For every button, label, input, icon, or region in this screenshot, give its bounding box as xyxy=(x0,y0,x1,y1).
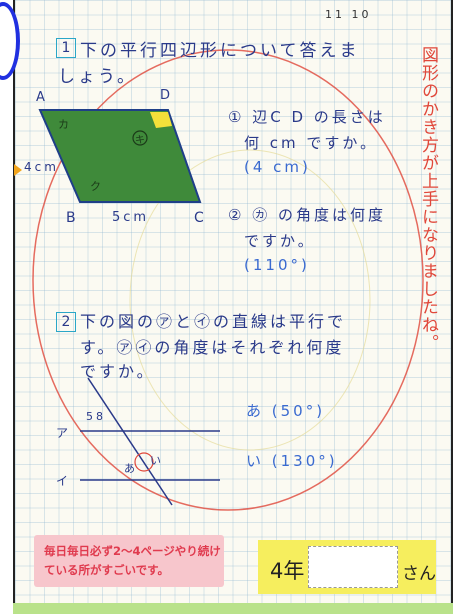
vertex-a: A xyxy=(36,90,48,105)
angle-a-label: あ xyxy=(124,462,138,475)
date-label: 11 10 xyxy=(325,8,372,21)
q1-line2: 何 cm ですか。 xyxy=(244,134,379,152)
vertex-c: C xyxy=(194,210,207,226)
problem-2-prompt-line2: す。㋐㋑の角度はそれぞれ何度 xyxy=(80,338,345,357)
angle-d-highlight xyxy=(150,112,172,128)
q2-line1: ② ㋕ の角度は何度 xyxy=(228,206,386,224)
q2-line2: ですか。 xyxy=(244,232,316,250)
angle-mark-ku: ク xyxy=(90,180,104,193)
angle-mark-ki: キ xyxy=(135,135,148,146)
problem-2-prompt-line3: ですか。 xyxy=(80,362,156,381)
transversal xyxy=(87,377,173,506)
q1-line1: ① 辺C D の長さは xyxy=(228,108,386,126)
praise-note-box xyxy=(34,535,224,587)
side-label-left: 4cm xyxy=(24,160,59,174)
teacher-comment: 図形のかき方が上手になりましたね。 xyxy=(418,46,438,352)
angle-58-label: 58 xyxy=(86,410,106,423)
notebook-page xyxy=(13,0,453,603)
line-a-label: ア xyxy=(56,426,72,440)
faint-spiral xyxy=(129,149,371,451)
problem-1-prompt-line2: しょう。 xyxy=(58,67,137,87)
orange-tab xyxy=(14,164,22,176)
angle-mark-ka: カ xyxy=(58,118,72,131)
problem-1-number: 1 xyxy=(56,38,76,58)
vertex-d: D xyxy=(160,88,174,103)
parallelogram xyxy=(38,109,202,203)
name-tag-suffix: さん xyxy=(402,564,436,584)
problem-2-prompt-line1: 下の図の㋐と㋑の直線は平行で xyxy=(80,312,347,331)
praise-note-text: 毎日毎日必ず2〜4ページやり続けている所がすごいです。 xyxy=(44,544,221,577)
angle-mark-circle xyxy=(132,130,148,146)
q2-answer: (110°) xyxy=(244,256,310,274)
angle-i-label: い xyxy=(150,454,164,467)
problem-1-prompt-line1: 下の平行四辺形について答えま xyxy=(80,41,360,61)
redacted-name xyxy=(308,546,398,588)
answer-i: い (130°) xyxy=(246,452,338,470)
line-i-label: イ xyxy=(56,474,72,488)
answer-a: あ (50°) xyxy=(246,402,326,420)
side-label-bottom: 5cm xyxy=(112,210,150,225)
bottom-band xyxy=(13,603,453,614)
teacher-red-circle xyxy=(32,49,424,511)
problem-2-number: 2 xyxy=(56,312,76,332)
name-tag-grade: 4年 xyxy=(270,559,305,583)
vertex-b: B xyxy=(66,210,79,226)
q1-answer: (4 cm) xyxy=(244,158,311,176)
answer-check-circle xyxy=(134,452,154,472)
